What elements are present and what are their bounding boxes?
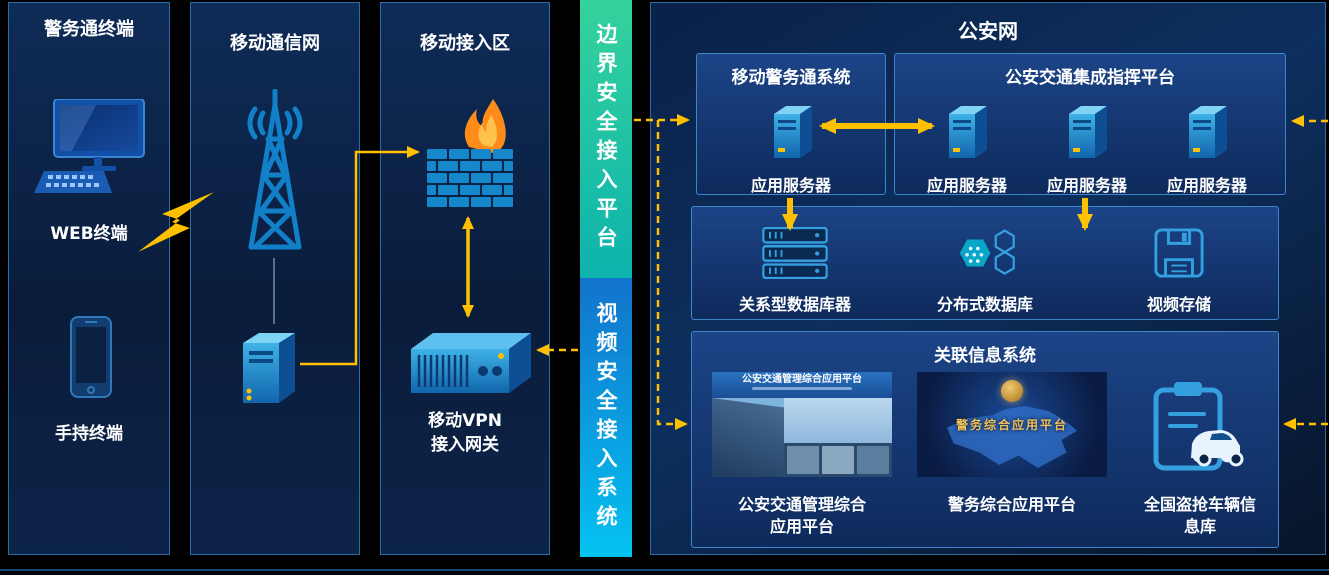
thumbnail bbox=[787, 446, 819, 474]
video-storage-icon bbox=[1153, 227, 1205, 279]
police-emblem-icon bbox=[1001, 380, 1023, 402]
traffic-management-screenshot: 公安交通管理综合应用平台 bbox=[712, 372, 892, 477]
distributed-db-label: 分布式数据库 bbox=[936, 295, 1033, 314]
stolen-vehicle-db-caption: 全国盗抢车辆信 息库 bbox=[1122, 494, 1278, 538]
relational-db-label: 关系型数据库器 bbox=[738, 295, 851, 314]
app-server-label: 应用服务器 bbox=[1166, 176, 1247, 195]
related-info-systems-title: 关联信息系统 bbox=[934, 346, 1036, 366]
screenshot-overlay-text: 警务综合应用平台 bbox=[955, 418, 1068, 432]
distributed-db-icon bbox=[954, 227, 1016, 279]
vpn-gateway-icon bbox=[401, 329, 533, 401]
stolen-vehicle-db-icon bbox=[1152, 380, 1248, 472]
sky-photo bbox=[784, 398, 892, 443]
police-comprehensive-screenshot: 警务综合应用平台 bbox=[917, 372, 1107, 477]
radio-tower-icon bbox=[227, 89, 323, 261]
web-terminal-icon bbox=[34, 99, 146, 197]
caption-line: 应用平台 bbox=[769, 517, 834, 536]
thumbnail bbox=[822, 446, 854, 474]
mobile-police-system-box: 移动警务通系统 应用服务器 bbox=[696, 53, 886, 195]
screenshot-banner-text: 公安交通管理综合应用平台 bbox=[712, 372, 892, 398]
app-server-item: 应用服务器 bbox=[1022, 102, 1152, 196]
handheld-terminal-label: 手持终端 bbox=[55, 424, 123, 444]
panel-police-terminal-title: 警务通终端 bbox=[44, 19, 134, 40]
app-server-item: 应用服务器 bbox=[902, 102, 1032, 196]
handheld-terminal-icon bbox=[69, 315, 113, 399]
panel-police-network: 公安网 移动警务通系统 应用服务器 公安交通集成指挥平台 应用服务器 应用服务器… bbox=[650, 2, 1326, 555]
traffic-command-platform-box: 公安交通集成指挥平台 应用服务器 应用服务器 应用服务器 bbox=[894, 53, 1286, 195]
firewall-icon bbox=[427, 97, 519, 209]
video-security-bar: 视频安全接入系统 bbox=[580, 278, 632, 557]
traffic-management-caption: 公安交通管理综合 应用平台 bbox=[702, 494, 902, 538]
panel-police-terminal: 警务通终端 WEB终端 手持终端 bbox=[8, 2, 170, 555]
web-terminal-label: WEB终端 bbox=[50, 224, 128, 244]
panel-mobile-network-title: 移动通信网 bbox=[230, 33, 320, 54]
app-server-icon bbox=[1185, 102, 1229, 160]
related-info-systems-box: 关联信息系统 公安交通管理综合应用平台 警务综合应用平台 公安交通管 bbox=[691, 331, 1279, 548]
thumbnail-strip bbox=[784, 443, 892, 477]
app-server-icon bbox=[945, 102, 989, 160]
network-server-icon bbox=[239, 329, 299, 407]
police-comprehensive-caption: 警务综合应用平台 bbox=[947, 495, 1076, 514]
traffic-command-platform-title: 公安交通集成指挥平台 bbox=[1005, 68, 1175, 88]
panel-mobile-access: 移动接入区 移动VPN 接入网关 bbox=[380, 2, 550, 555]
panel-mobile-network: 移动通信网 bbox=[190, 2, 360, 555]
building-photo bbox=[712, 398, 784, 477]
caption-line: 公安交通管理综合 bbox=[737, 495, 866, 514]
boundary-security-bar-label: 边界安全接入平台 bbox=[594, 23, 618, 255]
app-server-item: 应用服务器 bbox=[1142, 102, 1272, 196]
distributed-db-item: 分布式数据库 bbox=[905, 227, 1065, 315]
thumbnail bbox=[857, 446, 889, 474]
boundary-security-bar: 边界安全接入平台 bbox=[580, 0, 632, 278]
app-server-label: 应用服务器 bbox=[926, 176, 1007, 195]
video-storage-label: 视频存储 bbox=[1146, 295, 1211, 314]
app-server-label: 应用服务器 bbox=[1046, 176, 1127, 195]
video-storage-item: 视频存储 bbox=[1099, 227, 1259, 315]
police-network-title: 公安网 bbox=[958, 19, 1018, 43]
app-server-icon bbox=[770, 102, 814, 160]
video-security-bar-label: 视频安全接入系统 bbox=[594, 301, 618, 534]
app-server-label: 应用服务器 bbox=[750, 176, 831, 195]
caption-line: 全国盗抢车辆信 bbox=[1143, 495, 1256, 514]
screenshot-banner-subtitle-bar bbox=[752, 387, 852, 390]
vpn-gateway-label: 移动VPN 接入网关 bbox=[381, 409, 549, 457]
caption-line: 息库 bbox=[1183, 517, 1216, 536]
mobile-police-system-title: 移动警务通系统 bbox=[731, 68, 851, 88]
app-server-icon bbox=[1065, 102, 1109, 160]
vpn-gateway-label-line1: 移动VPN bbox=[428, 411, 502, 431]
bottom-edge-line bbox=[0, 569, 1329, 571]
relational-db-item: 关系型数据库器 bbox=[715, 227, 875, 315]
vpn-gateway-label-line2: 接入网关 bbox=[431, 435, 499, 455]
storage-row-box: 关系型数据库器 分布式数据库 视频存储 bbox=[691, 206, 1279, 320]
relational-db-icon bbox=[762, 227, 828, 279]
panel-mobile-access-title: 移动接入区 bbox=[420, 33, 510, 54]
